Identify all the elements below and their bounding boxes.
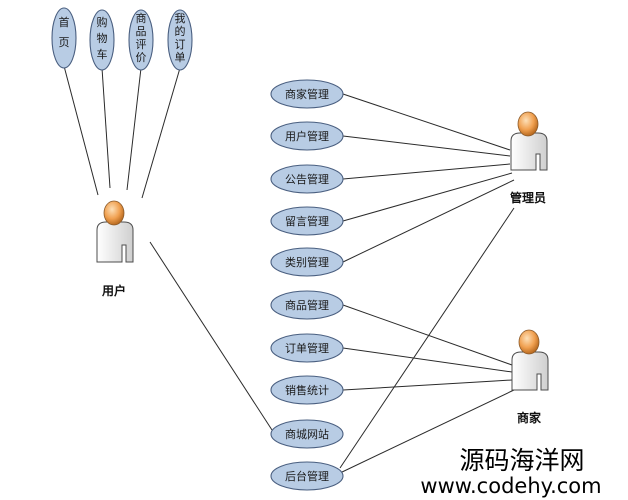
usecase-home[interactable]: 首页 xyxy=(51,7,77,69)
link-user-cart xyxy=(101,67,111,189)
link-admin-category-mgmt xyxy=(342,179,515,263)
link-merchant-sales xyxy=(342,379,513,391)
usecase-order-mgmt-label: 订单管理 xyxy=(285,341,329,355)
actor-admin[interactable]: 管理员 xyxy=(510,111,548,205)
admin-usecases: 商家管理 用户管理 公告管理 留言管理 类别管理 xyxy=(270,79,344,277)
user-usecases: 首页 购物车 商品评价 我的订单 xyxy=(51,7,193,71)
actor-admin-label: 管理员 xyxy=(510,190,546,205)
watermark-title: 源码海洋网 xyxy=(459,446,584,475)
usecase-category-mgmt-label: 类别管理 xyxy=(285,255,329,269)
merchant-usecases: 商品管理 订单管理 销售统计 xyxy=(270,290,344,405)
usecase-message-mgmt[interactable]: 留言管理 xyxy=(270,206,344,236)
actor-admin-body xyxy=(510,132,548,171)
link-admin-notice-mgmt xyxy=(342,163,511,180)
link-admin-backend xyxy=(339,207,515,469)
actor-merchant-label: 商家 xyxy=(517,410,542,425)
usecase-message-mgmt-label: 留言管理 xyxy=(285,214,329,228)
actor-admin-head xyxy=(517,111,539,137)
link-user-home xyxy=(63,65,99,196)
actor-user-head xyxy=(103,200,125,226)
link-user-mall xyxy=(149,241,273,431)
usecase-mall-site[interactable]: 商城网站 xyxy=(270,419,344,449)
link-user-review xyxy=(126,67,142,191)
usecase-backend-mgmt[interactable]: 后台管理 xyxy=(270,461,344,491)
link-user-orders xyxy=(141,67,181,199)
usecase-product-mgmt[interactable]: 商品管理 xyxy=(270,290,344,320)
shared-usecases: 商城网站 后台管理 xyxy=(270,419,344,491)
usecase-product-mgmt-label: 商品管理 xyxy=(285,298,329,312)
watermark-url: www.codehy.com xyxy=(420,474,601,498)
usecase-merchant-mgmt[interactable]: 商家管理 xyxy=(270,79,344,109)
usecase-sales-stats-label: 销售统计 xyxy=(285,383,329,397)
usecase-order-mgmt[interactable]: 订单管理 xyxy=(270,333,344,363)
actor-user-label: 用户 xyxy=(101,283,126,298)
usecase-review-label: 商品评价 xyxy=(136,11,147,64)
usecase-merchant-mgmt-label: 商家管理 xyxy=(285,87,329,101)
link-merchant-backend xyxy=(339,389,515,474)
usecase-cart[interactable]: 购物车 xyxy=(89,9,115,71)
usecase-mall-site-label: 商城网站 xyxy=(285,427,329,441)
link-admin-user-mgmt xyxy=(342,135,511,157)
link-merchant-order-mgmt xyxy=(342,347,513,373)
usecase-backend-mgmt-label: 后台管理 xyxy=(285,469,329,483)
link-admin-merchant-mgmt xyxy=(342,93,511,151)
link-admin-message-mgmt xyxy=(342,172,513,222)
usecase-category-mgmt[interactable]: 类别管理 xyxy=(270,247,344,277)
usecase-review[interactable]: 商品评价 xyxy=(128,9,154,71)
usecase-user-mgmt-label: 用户管理 xyxy=(285,129,329,143)
actor-merchant[interactable]: 商家 xyxy=(511,329,549,425)
actor-user-body xyxy=(96,221,134,263)
actor-user[interactable]: 用户 xyxy=(96,200,134,298)
actor-merchant-head xyxy=(518,329,540,355)
usecase-notice-mgmt[interactable]: 公告管理 xyxy=(270,164,344,194)
link-merchant-product-mgmt xyxy=(342,304,513,366)
usecase-sales-stats[interactable]: 销售统计 xyxy=(270,375,344,405)
usecase-notice-mgmt-label: 公告管理 xyxy=(285,172,329,186)
associations xyxy=(63,65,515,474)
usecase-user-mgmt[interactable]: 用户管理 xyxy=(270,121,344,151)
usecase-my-orders-label: 我的订单 xyxy=(175,12,186,64)
usecase-home-label: 首页 xyxy=(59,15,70,49)
usecase-cart-label: 购物车 xyxy=(97,15,108,61)
watermark: 源码海洋网 www.codehy.com xyxy=(420,446,601,498)
actor-merchant-body xyxy=(511,351,549,391)
usecase-my-orders[interactable]: 我的订单 xyxy=(167,9,193,71)
